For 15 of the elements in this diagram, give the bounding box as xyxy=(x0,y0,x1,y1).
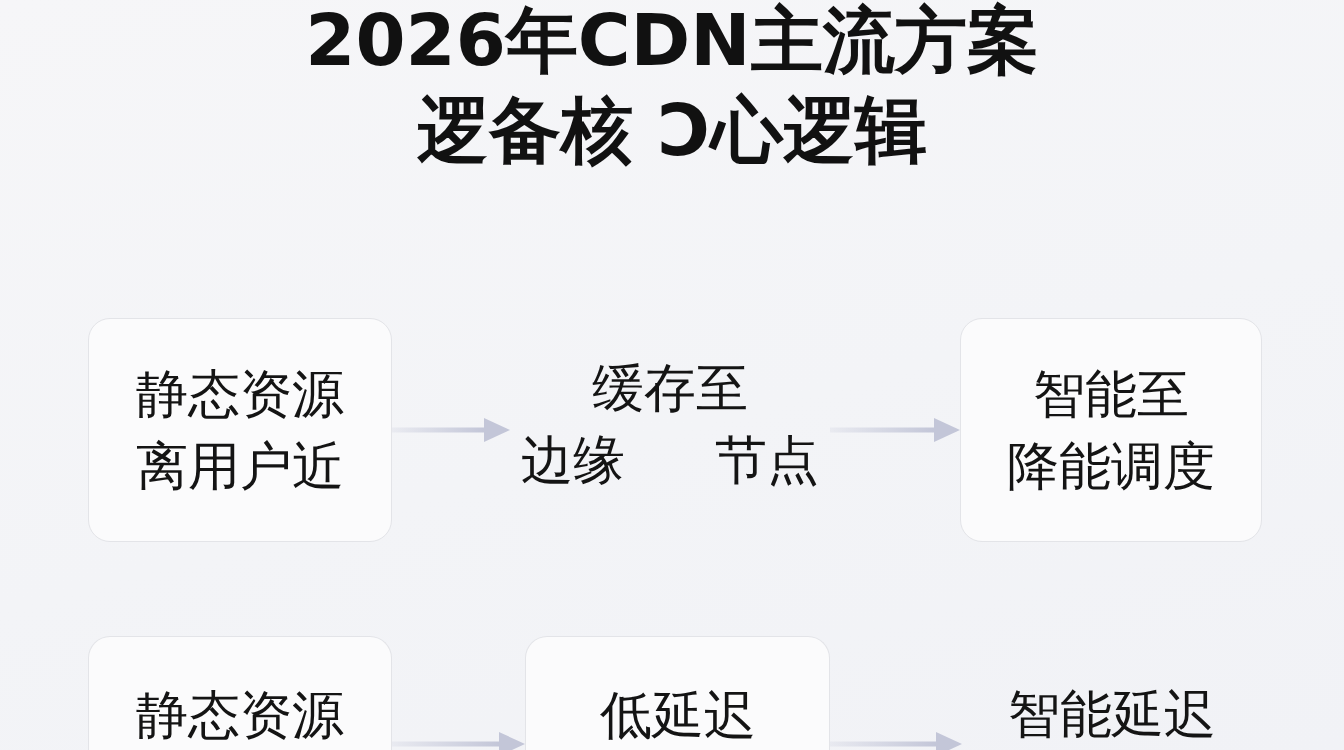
step-text: 缓存至边缘 节点 xyxy=(510,352,830,496)
step-text: 智能至降能调度 xyxy=(1007,363,1215,498)
step-text: 静态资源 xyxy=(136,684,344,747)
arrow xyxy=(392,418,510,442)
step-text: 低延迟 xyxy=(599,684,756,747)
process-box xyxy=(88,636,392,750)
process-box xyxy=(960,318,1262,542)
process-box xyxy=(525,636,830,750)
title: 2026年CDN主流方案逻备核 Ↄ心逻辑 xyxy=(305,0,1039,174)
process-box xyxy=(88,318,392,542)
step-text: 智能延迟 xyxy=(962,678,1262,750)
arrow xyxy=(830,732,962,750)
arrow xyxy=(392,732,525,750)
arrow xyxy=(830,418,960,442)
step-text: 静态资源离用户近 xyxy=(136,363,344,498)
